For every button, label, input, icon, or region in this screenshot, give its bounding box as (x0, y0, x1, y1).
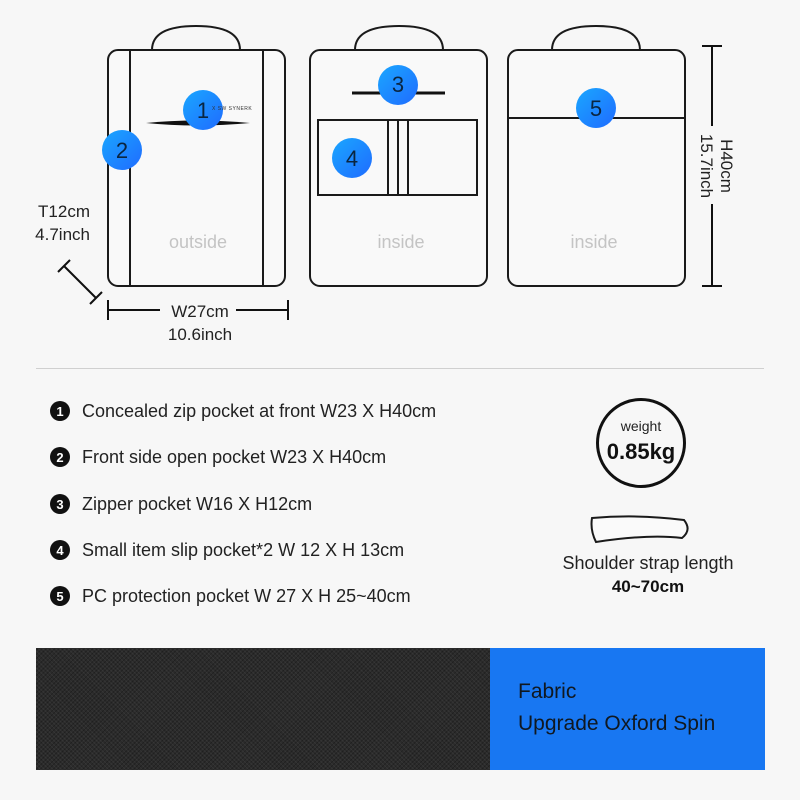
width-dimension: W27cm 10.6inch (150, 300, 250, 346)
thickness-inch: 4.7inch (35, 225, 90, 244)
fabric-title: Fabric (518, 680, 577, 703)
height-inch: 15.7inch (697, 133, 716, 199)
marker-4-label: 4 (345, 146, 359, 171)
marker-5-icon (576, 88, 616, 128)
panel-label-outside: outside (168, 232, 228, 252)
handle-icon (551, 24, 641, 51)
pocket-markers (102, 65, 616, 178)
list-item: 5 PC protection pocket W 27 X H 25~40cm (50, 581, 411, 611)
pocket-description: Zipper pocket W16 X H12cm (82, 493, 313, 514)
number-badge-icon: 1 (50, 401, 70, 421)
number-badge-icon: 2 (50, 447, 70, 467)
number-badge-icon: 3 (50, 494, 70, 514)
panel-label-inside: inside (377, 232, 425, 252)
list-item: 2 Front side open pocket W23 X H40cm (50, 442, 386, 472)
marker-3-icon (378, 65, 418, 105)
thickness-cm: T12cm (38, 202, 90, 221)
marker-1-label: 1 (196, 98, 210, 123)
weight-badge: weight 0.85kg (596, 398, 686, 488)
number-badge-icon: 5 (50, 586, 70, 606)
shoulder-strap-icon (590, 515, 689, 544)
list-item: 3 Zipper pocket W16 X H12cm (50, 489, 312, 519)
width-cm: W27cm (171, 302, 229, 321)
marker-2-label: 2 (115, 138, 129, 163)
marker-3-label: 3 (391, 72, 405, 97)
weight-value: 0.85kg (606, 439, 676, 464)
pocket-description: Small item slip pocket*2 W 12 X H 13cm (82, 539, 405, 560)
list-item: 4 Small item slip pocket*2 W 12 X H 13cm (50, 535, 404, 565)
strap-length-value: 40~70cm (611, 577, 685, 596)
list-item: 1 Concealed zip pocket at front W23 X H4… (50, 396, 436, 426)
marker-2-icon (102, 130, 142, 170)
strap-length-label: Shoulder strap length (562, 553, 734, 573)
marker-5-label: 5 (589, 96, 603, 121)
bag-diagram-svg (57, 24, 722, 320)
weight-label: weight (620, 418, 662, 434)
section-divider (36, 368, 764, 369)
dimension-lines (57, 45, 722, 320)
brand-logo: X SW SYNERK (212, 106, 253, 112)
bag-inside-panel-pockets (309, 24, 488, 287)
panel-label-inside: inside (570, 232, 618, 252)
marker-1-icon (183, 90, 223, 130)
pocket-description: Front side open pocket W23 X H40cm (82, 446, 387, 467)
pocket-description: PC protection pocket W 27 X H 25~40cm (82, 585, 411, 606)
thickness-dimension: T12cm 4.7inch (10, 200, 90, 246)
number-badge-icon: 4 (50, 540, 70, 560)
handle-icon (151, 24, 241, 51)
fabric-info-panel: Fabric Upgrade Oxford Spin (490, 648, 765, 770)
width-inch: 10.6inch (167, 325, 233, 344)
fabric-name: Upgrade Oxford Spin (518, 712, 716, 735)
handle-icon (354, 24, 444, 51)
marker-4-icon (332, 138, 372, 178)
fabric-swatch-image (36, 648, 490, 770)
pocket-description: Concealed zip pocket at front W23 X H40c… (82, 400, 437, 421)
bag-dimension-diagram: 1 2 3 4 5 X SW SYNERK outside inside ins… (0, 0, 800, 360)
